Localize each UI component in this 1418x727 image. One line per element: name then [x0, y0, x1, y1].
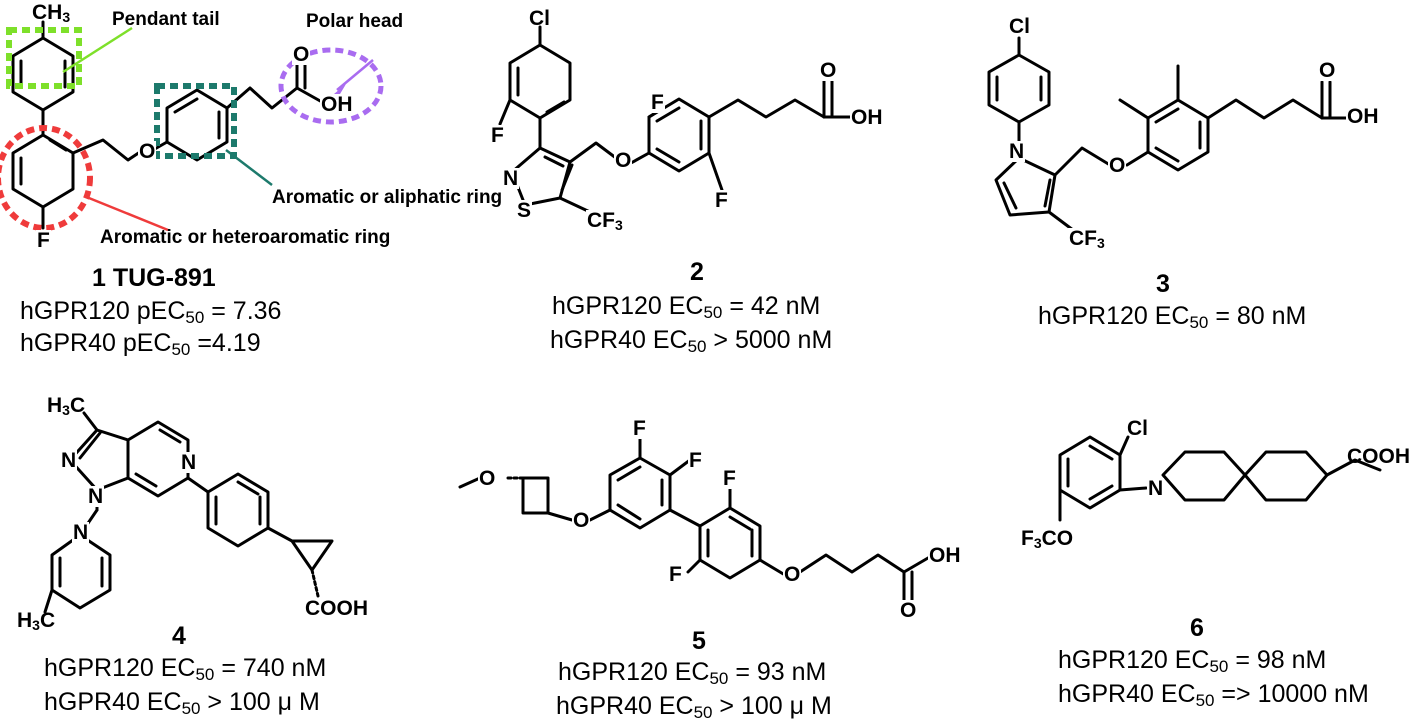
c3-compound-label: 3 — [1156, 270, 1170, 298]
c1-polar-head-ellipse — [278, 47, 384, 125]
c1-atom-o-carbonyl: O — [292, 43, 311, 66]
compound-2-structure — [498, 25, 852, 214]
c3-atom-n: N — [1008, 140, 1026, 163]
c5-atom-f1: F — [632, 417, 647, 440]
c4-atom-cooh: COOH — [305, 597, 368, 620]
c4-ring-pyridine-fused — [126, 420, 190, 498]
c3-atom-o-carbonyl: O — [1318, 59, 1337, 82]
c1-atom-f: F — [36, 229, 51, 252]
c1-atom-ch3: CH3 — [32, 1, 71, 25]
c6-ring-cyclohexane — [1243, 450, 1329, 502]
c4-atom-h3c-bottom: H3C — [17, 609, 56, 633]
c1-atom-oh: OH — [320, 93, 354, 116]
c2-compound-label: 2 — [690, 258, 704, 286]
c6-atom-cl: Cl — [1127, 417, 1148, 440]
c2-atom-o-carbonyl: O — [819, 59, 838, 82]
c6-activity-line-1: hGPR120 EC50 = 98 nM — [1058, 646, 1327, 676]
c2-atom-f1: F — [490, 124, 505, 147]
c4-ring-cyclopropane — [290, 539, 334, 572]
c6-compound-label: 6 — [1190, 614, 1204, 642]
c1-annotation-polar-head: Polar head — [306, 11, 404, 32]
c1-ring-a-box — [154, 83, 237, 159]
compound-5-structure — [458, 436, 930, 602]
compound-4-structure — [43, 411, 334, 614]
c4-ring-pyridyl — [50, 533, 112, 610]
c5-ring-cyclobutane — [521, 476, 550, 515]
c2-activity-line-2: hGPR40 EC50 > 5000 nM — [550, 326, 833, 356]
c5-atom-o-carbonyl: O — [899, 599, 918, 622]
c3-ring-pyrrole — [994, 156, 1057, 217]
c4-activity-line-1: hGPR120 EC50 = 740 nM — [44, 654, 327, 684]
c5-atom-f2: F — [688, 449, 703, 472]
c2-atom-f2: F — [650, 91, 665, 114]
c1-annotation-ring-a: Aromatic or aliphatic ring — [272, 187, 503, 208]
c4-atom-h3c-top: H3C — [47, 394, 86, 418]
c5-activity-line-2: hGPR40 EC50 > 100 μ M — [556, 692, 832, 722]
c1-annotation-ring-b: Aromatic or heteroaromatic ring — [100, 227, 391, 248]
c4-atom-n1: N — [87, 485, 105, 508]
c3-atom-cl: Cl — [1009, 15, 1030, 38]
c1-annotation-pendant-tail: Pendant tail — [112, 9, 220, 30]
c2-atom-cf3: CF3 — [586, 209, 624, 233]
c2-atom-f3: F — [714, 189, 729, 212]
c3-atom-o-ether: O — [1108, 154, 1127, 177]
c2-atom-o-ether: O — [614, 149, 633, 172]
c2-ring-isothiazole — [510, 146, 572, 207]
c5-atom-f4: F — [668, 563, 683, 586]
c4-atom-n-pyridine: N — [180, 451, 198, 474]
c6-activity-line-2: hGPR40 EC50 => 10000 nM — [1058, 680, 1369, 710]
c6-atom-cooh: COOH — [1347, 445, 1410, 468]
c2-atom-n: N — [502, 167, 520, 190]
c1-activity-line-2: hGPR40 pEC50 =4.19 — [20, 329, 261, 359]
c5-atom-o-methoxy: O — [478, 467, 497, 490]
compound-3-structure — [987, 36, 1348, 232]
compound-1-structure — [0, 20, 384, 232]
c6-atom-f3co: F3CO — [1021, 527, 1074, 551]
c1-pendant-tail-box — [6, 27, 82, 89]
c2-atom-oh: OH — [850, 106, 884, 129]
c2-atom-cl: Cl — [529, 7, 550, 30]
c1-atom-o-ether: O — [138, 140, 157, 163]
c1-ring-b-ellipse — [0, 125, 93, 231]
c5-atom-f3: F — [722, 467, 737, 490]
c5-activity-line-1: hGPR120 EC50 = 93 nM — [558, 658, 827, 688]
c5-compound-label: 5 — [692, 627, 706, 655]
c5-atom-o-cyclobutoxy: O — [572, 509, 591, 532]
c3-atom-cf3: CF3 — [1068, 227, 1106, 251]
c3-activity-line-1: hGPR120 EC50 = 80 nM — [1038, 302, 1307, 332]
c5-atom-o-ether: O — [783, 563, 802, 586]
c2-atom-s: S — [516, 199, 533, 222]
c4-atom-n-pyridyl: N — [72, 521, 90, 544]
c4-ring-pyrazole — [68, 428, 130, 492]
c4-activity-line-2: hGPR40 EC50 > 100 μ M — [44, 688, 320, 718]
c6-atom-n: N — [1147, 477, 1165, 500]
c3-atom-oh: OH — [1346, 105, 1380, 128]
c4-compound-label: 4 — [172, 622, 186, 650]
compound-6-structure — [1058, 435, 1382, 522]
c1-compound-label: 1 TUG-891 — [92, 264, 216, 292]
c4-atom-n2: N — [60, 449, 78, 472]
c1-activity-line-1: hGPR120 pEC50 = 7.36 — [20, 297, 282, 327]
c5-atom-oh: OH — [928, 544, 962, 567]
c6-ring-piperidine — [1161, 450, 1247, 502]
c2-activity-line-1: hGPR120 EC50 = 42 nM — [552, 292, 821, 322]
